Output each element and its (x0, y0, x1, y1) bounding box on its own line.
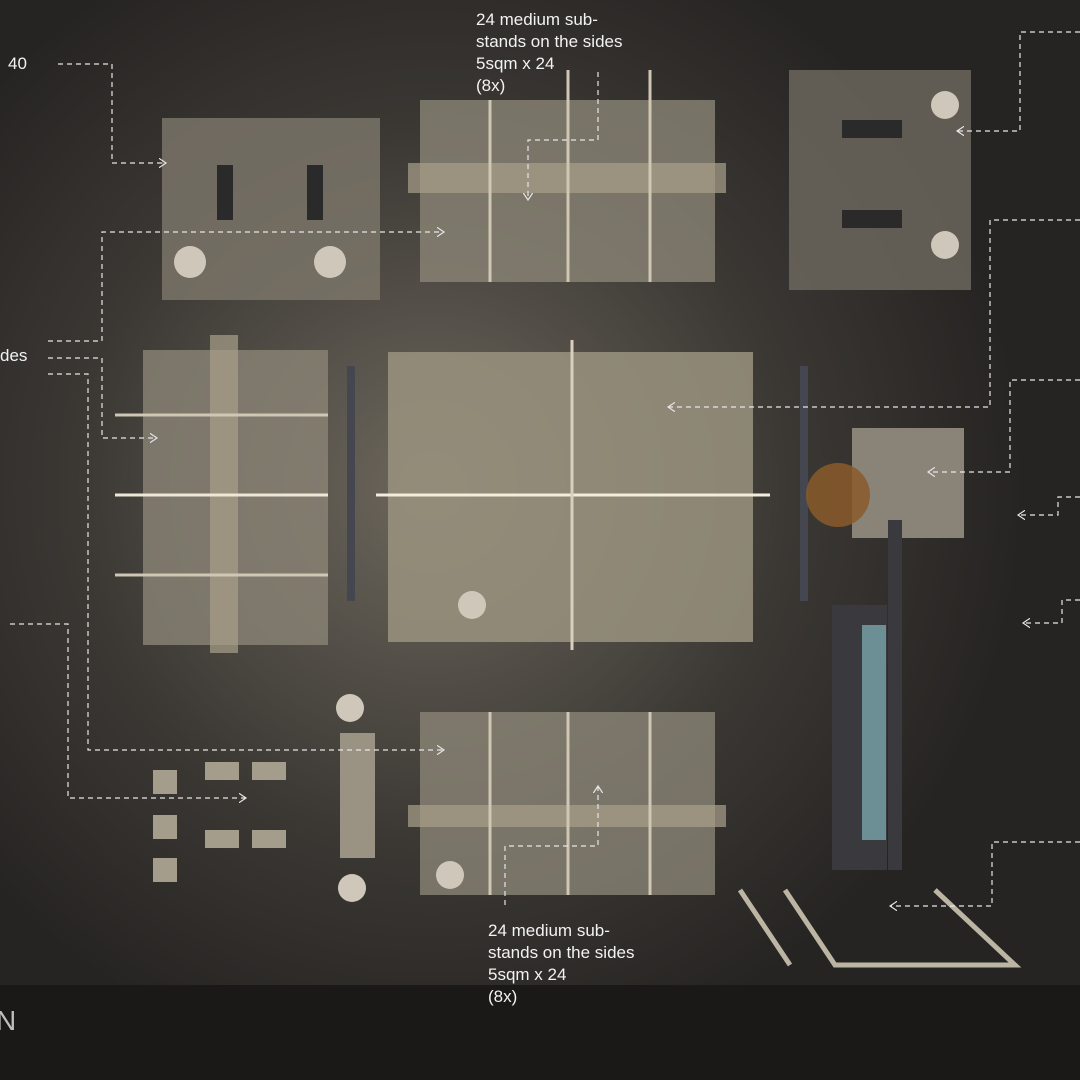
label-top-left-partial: 40 (8, 54, 27, 73)
leader-lines (10, 31, 1080, 906)
label-sub-stands-top: 24 medium sub- stands on the sides 5sqm … (476, 10, 623, 95)
lounge-stand-top-right (789, 70, 971, 290)
footer-title-partial: N (0, 1005, 17, 1036)
entrance-frame (737, 888, 1022, 968)
sub-stands-left (115, 335, 328, 653)
sub-stands-top (408, 70, 726, 282)
lounge-stand-top-left (162, 118, 380, 300)
sub-stands-bottom (408, 712, 726, 895)
central-hall (347, 340, 808, 650)
label-left-partial: des (0, 346, 28, 365)
cafe-area (153, 694, 375, 902)
pattern-pavilion (806, 428, 964, 538)
footer-bar (0, 985, 1080, 1080)
label-sub-stands-bottom: 24 medium sub- stands on the sides 5sqm … (488, 921, 635, 1006)
screen-wall (832, 520, 902, 870)
